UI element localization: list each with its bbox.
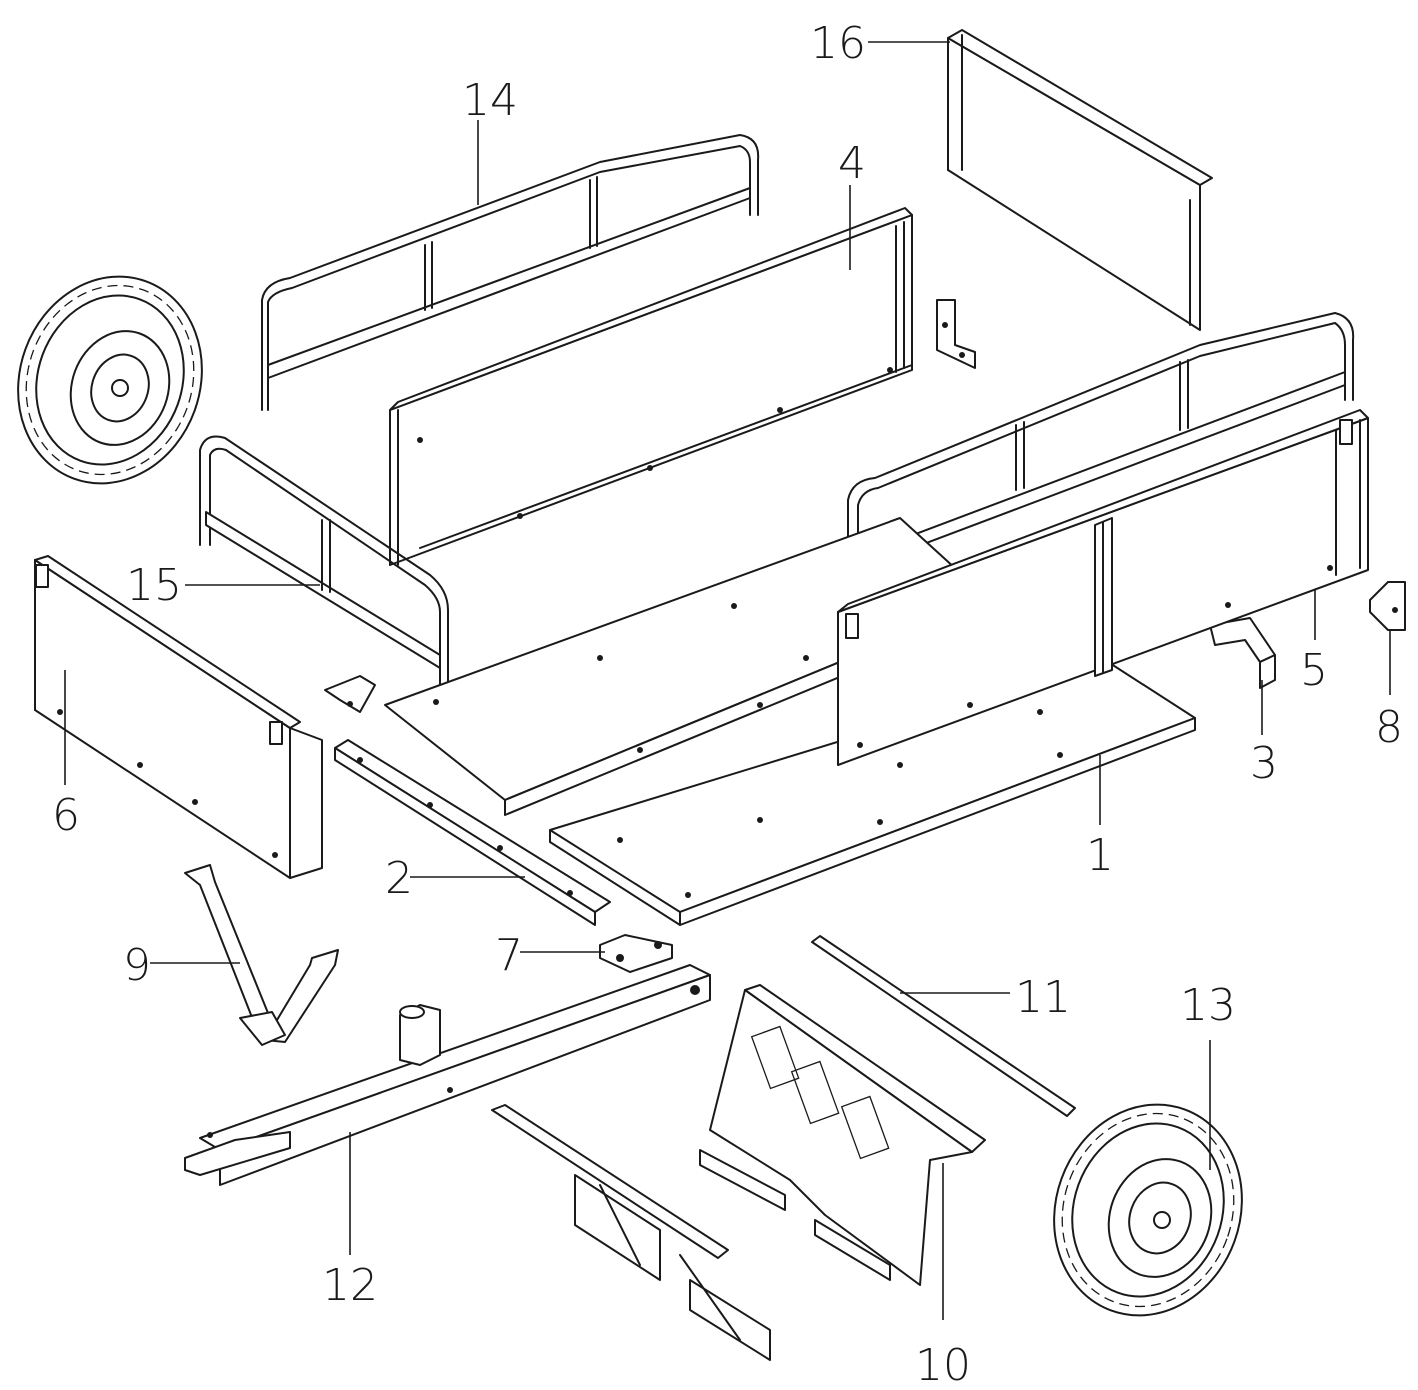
right-side-panel-part-5 <box>837 409 1369 766</box>
callout-6: 6 <box>52 790 80 841</box>
callout-7: 7 <box>495 930 523 981</box>
callout-8: 8 <box>1375 702 1403 753</box>
corner-bracket-part-8 <box>936 299 1406 631</box>
callout-1: 1 <box>1086 830 1114 881</box>
callout-16: 16 <box>810 18 866 69</box>
leader-lines <box>64 41 1391 1320</box>
callout-5: 5 <box>1300 645 1328 696</box>
callout-15: 15 <box>126 560 182 611</box>
axle-plate-part-10 <box>699 984 986 1286</box>
axle-rod-part-11 <box>811 935 1076 1117</box>
wheel-part-13-left <box>17 275 203 485</box>
drawbar-part-12 <box>184 964 711 1186</box>
right-side-rail <box>847 312 1355 596</box>
callout-10: 10 <box>915 1340 971 1390</box>
wheel-part-13-right <box>1053 1103 1243 1317</box>
left-side-panel-part-4 <box>389 207 913 566</box>
bracket-part-7 <box>324 675 673 973</box>
callout-2: 2 <box>385 853 413 904</box>
callout-12: 12 <box>322 1260 378 1311</box>
callout-labels: 16 14 4 15 5 8 3 6 1 2 9 7 11 13 12 10 <box>52 18 1403 1390</box>
callout-4: 4 <box>838 138 866 189</box>
callout-11: 11 <box>1015 972 1071 1023</box>
lower-bracket-assembly <box>491 1104 771 1361</box>
rear-panel-part-16 <box>947 29 1213 331</box>
callout-3: 3 <box>1250 738 1278 789</box>
cross-bar-part-2 <box>334 739 611 926</box>
callout-14: 14 <box>462 75 518 126</box>
front-rail-part-15 <box>199 435 449 706</box>
v-support-part-9 <box>184 864 339 1046</box>
mount-bracket-part-3 <box>1209 617 1276 689</box>
callout-9: 9 <box>123 940 151 991</box>
side-rail-part-14 <box>261 134 760 411</box>
front-panel-part-6 <box>34 555 323 879</box>
callout-13: 13 <box>1180 980 1236 1031</box>
